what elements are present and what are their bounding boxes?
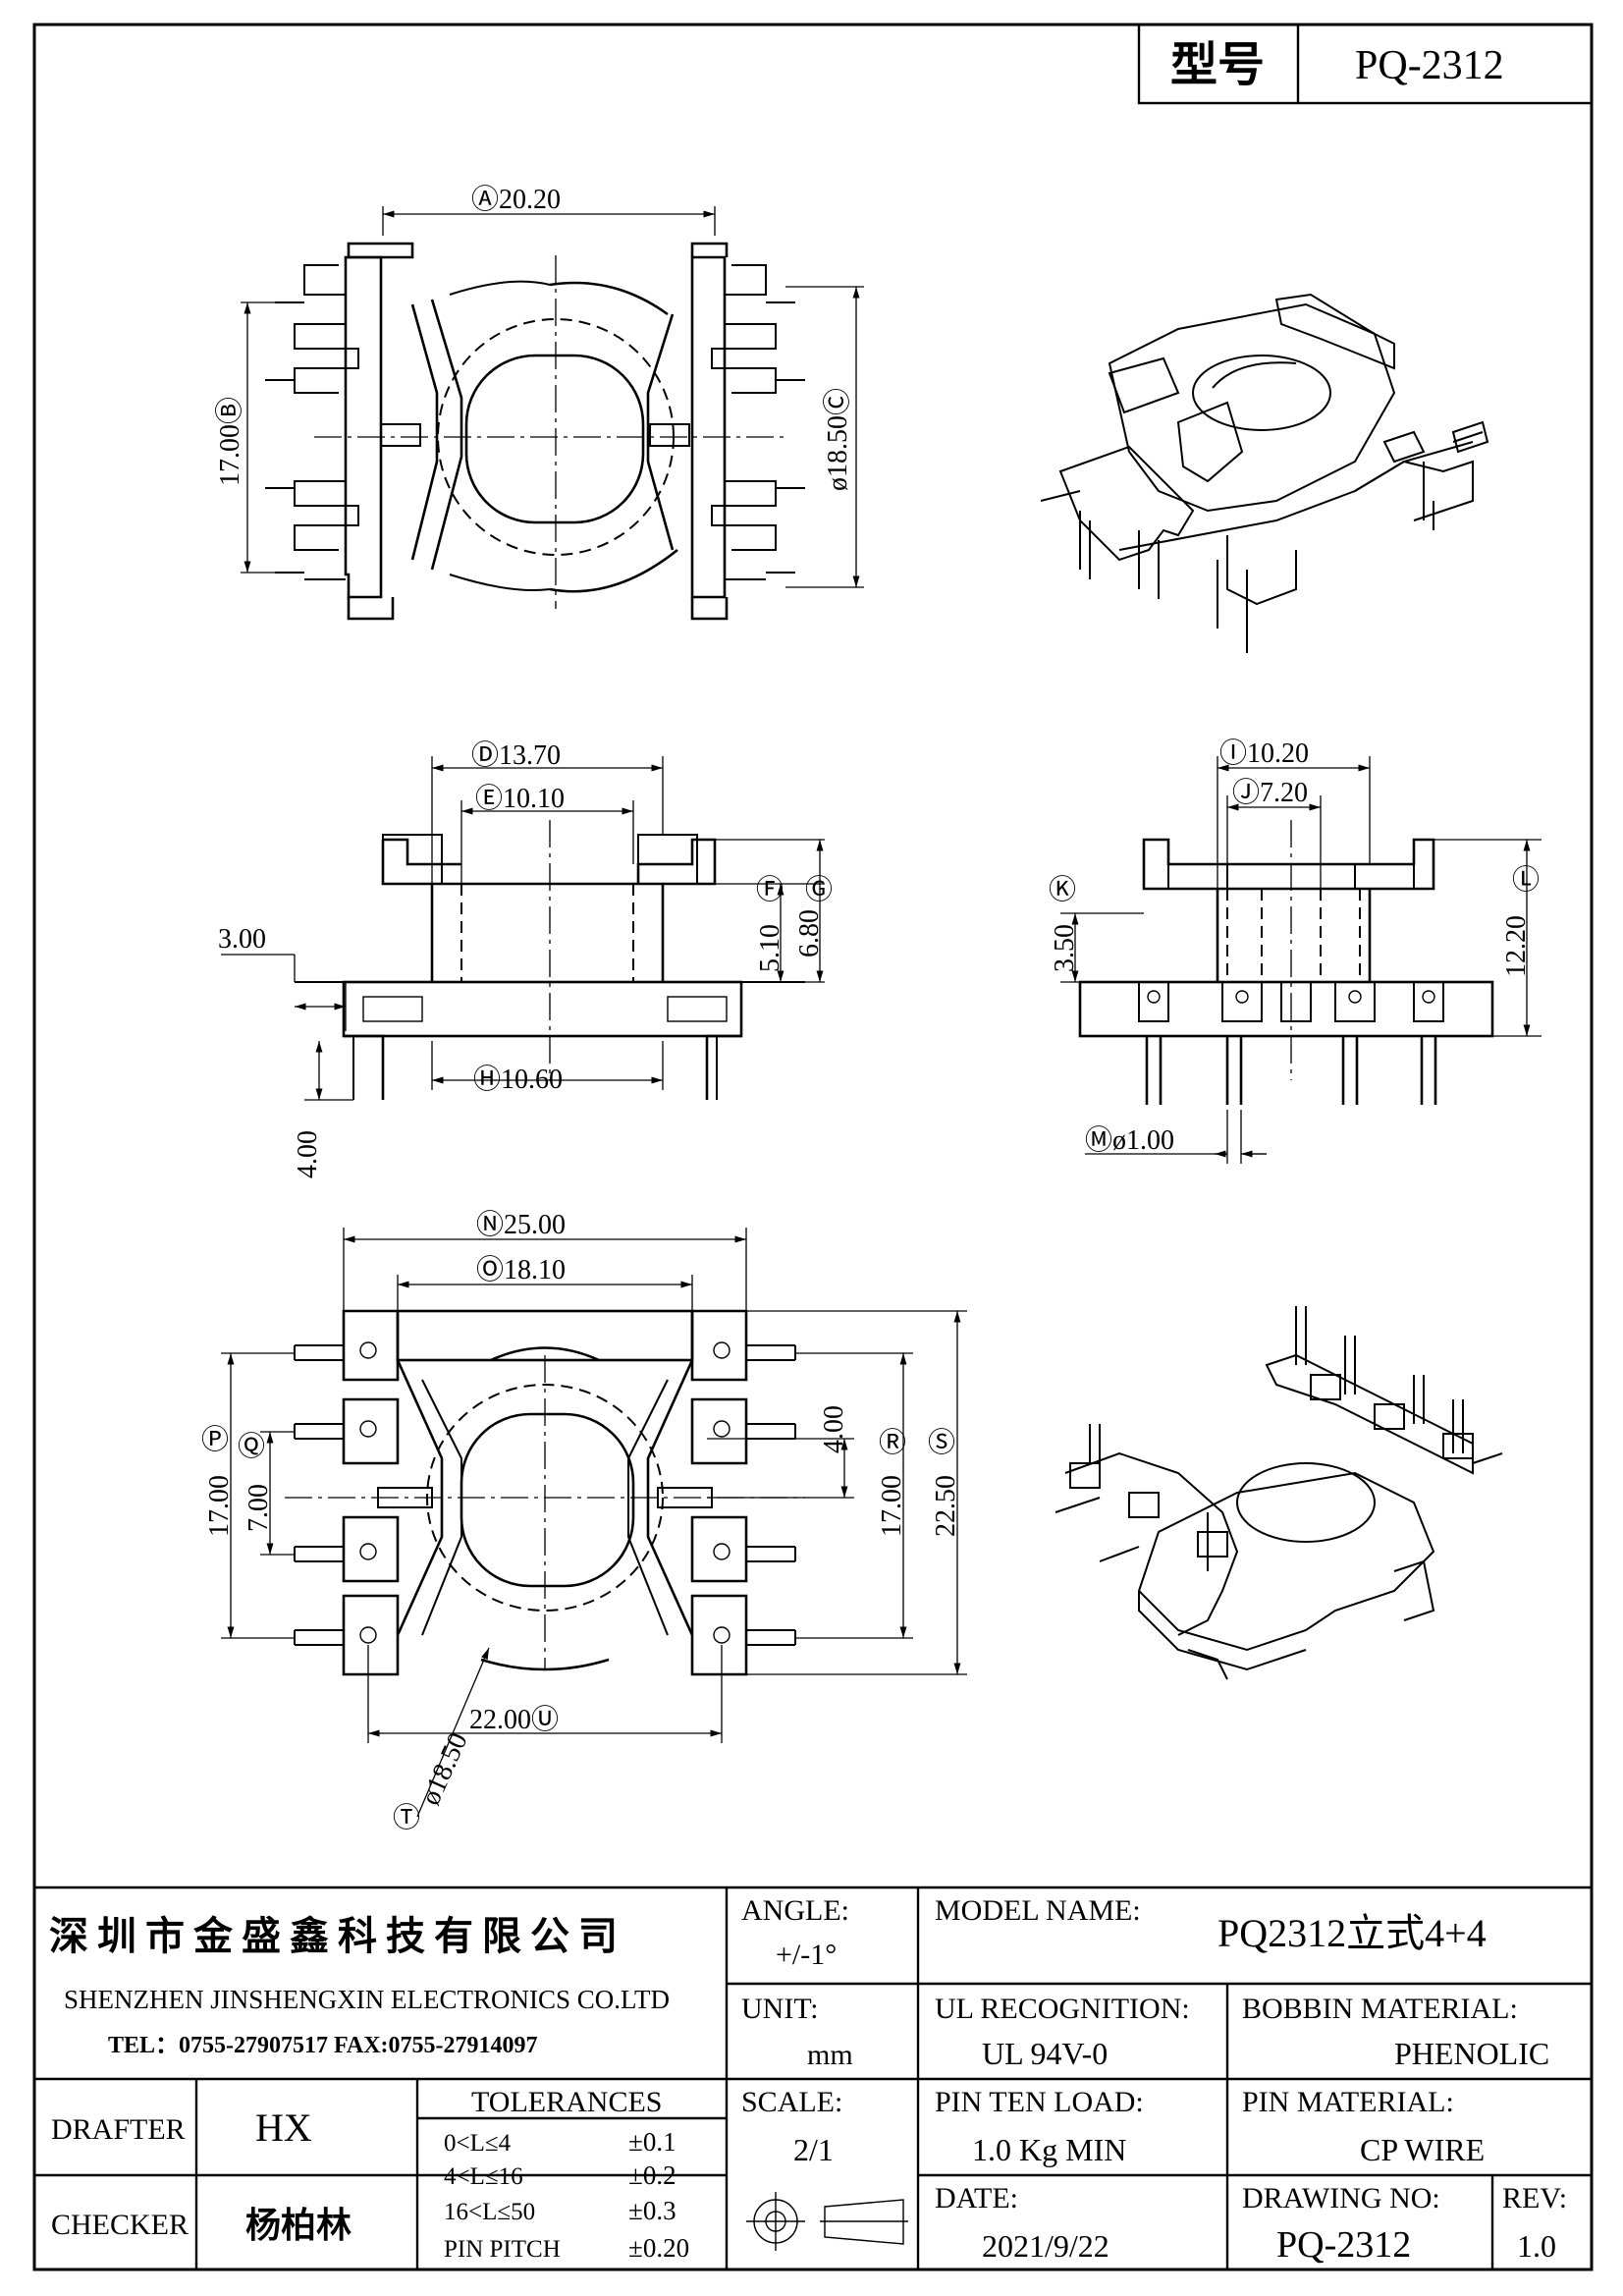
- dim-U: 22.00Ⓤ: [469, 1704, 559, 1735]
- dim-G-val: 6.80: [794, 909, 825, 957]
- tolerance-range: 4<L≤16: [444, 2163, 523, 2190]
- unit-label: UNIT:: [741, 1993, 819, 2025]
- dim-K-tag: Ⓚ: [1049, 874, 1076, 905]
- dim-R-val: 17.00: [877, 1475, 907, 1537]
- dim-N: Ⓝ25.00: [476, 1209, 566, 1240]
- bobbin-material-value: PHENOLIC: [1394, 2036, 1549, 2071]
- dim-F-val: 5.10: [755, 924, 785, 972]
- tolerances-label: TOLERANCES: [471, 2086, 662, 2118]
- tolerance-value: ±0.1: [628, 2127, 676, 2157]
- bottom-view: Ⓝ25.00 Ⓞ18.10 17.00 Ⓟ 7.00 Ⓠ 4.00 17.00 …: [201, 1209, 967, 1833]
- dim-I: Ⓘ10.20: [1219, 738, 1309, 769]
- rev-label: REV:: [1502, 2182, 1567, 2214]
- dim-E: Ⓔ10.10: [475, 783, 565, 814]
- dim-S-tag: Ⓢ: [928, 1427, 955, 1458]
- dim-4: 4.00: [293, 1130, 323, 1178]
- dim-B: 17.00Ⓑ: [214, 397, 245, 486]
- date-value: 2021/9/22: [982, 2228, 1109, 2264]
- scale-value: 2/1: [793, 2132, 834, 2167]
- title-block: 深圳市金盛鑫科技有限公司 SHENZHEN JINSHENGXIN ELECTR…: [34, 1886, 1592, 2269]
- drafter-label: DRAFTER: [51, 2113, 186, 2146]
- dim-Q-val: 7.00: [243, 1484, 274, 1532]
- tolerance-rows: 0<L≤4 ±0.1 4<L≤16 ±0.2 16<L≤50 ±0.3 PIN …: [444, 2127, 689, 2263]
- dim-A: Ⓐ20.20: [471, 184, 561, 215]
- dim-T-tag: Ⓣ: [393, 1802, 420, 1833]
- tolerance-value: ±0.20: [628, 2233, 689, 2263]
- tolerance-range: PIN PITCH: [444, 2236, 561, 2263]
- projection-symbol: [746, 2192, 908, 2251]
- dim-O: Ⓞ18.10: [476, 1254, 566, 1285]
- drafter-value: HX: [255, 2105, 312, 2150]
- drawing-frame: [32, 23, 1594, 2271]
- side-view: Ⓘ10.20 Ⓙ7.20 3.50 Ⓚ 12.20 Ⓛ Ⓜø1.00: [1049, 738, 1542, 1164]
- iso-view-top: [1040, 293, 1489, 653]
- dim-P-val: 17.00: [204, 1475, 235, 1537]
- dim-K-val: 3.50: [1050, 924, 1080, 972]
- tolerance-range: 0<L≤4: [444, 2130, 512, 2157]
- model-box: 型号 PQ-2312: [1137, 23, 1594, 105]
- tolerance-value: ±0.3: [628, 2196, 676, 2225]
- checker-label: CHECKER: [51, 2209, 189, 2241]
- iso-view-bottom: [1055, 1306, 1503, 1680]
- pin-load-value: 1.0 Kg MIN: [972, 2132, 1126, 2167]
- dim-H: Ⓗ10.60: [473, 1064, 563, 1095]
- angle-label: ANGLE:: [741, 1894, 849, 1927]
- dim-M: Ⓜø1.00: [1085, 1124, 1174, 1156]
- drawing-no-value: PQ-2312: [1276, 2224, 1411, 2266]
- checker-value: 杨柏林: [245, 2206, 352, 2245]
- company-name-cn: 深圳市金盛鑫科技有限公司: [49, 1914, 626, 1958]
- pin-load-label: PIN TEN LOAD:: [935, 2086, 1144, 2118]
- front-view: Ⓓ13.70 Ⓔ10.10 5.10 Ⓕ 6.80 Ⓖ 3.00 Ⓗ10.60 …: [218, 739, 833, 1178]
- dim-C: ø18.50Ⓒ: [822, 388, 853, 491]
- dim-J: Ⓙ7.20: [1232, 777, 1308, 808]
- ul-label: UL RECOGNITION:: [935, 1993, 1190, 2025]
- rev-value: 1.0: [1517, 2228, 1556, 2264]
- dim-3: 3.00: [218, 924, 266, 955]
- dim-L-tag: Ⓛ: [1512, 864, 1540, 896]
- company-name-en: SHENZHEN JINSHENGXIN ELECTRONICS CO.LTD: [64, 1985, 670, 2014]
- bobbin-material-label: BOBBIN MATERIAL:: [1242, 1993, 1518, 2025]
- dim-P-tag: Ⓟ: [201, 1424, 229, 1455]
- dim-4-bottom: 4.00: [819, 1405, 849, 1453]
- company-contact: TEL：0755-27907517 FAX:0755-27914097: [108, 2033, 538, 2058]
- dim-R-tag: Ⓡ: [879, 1427, 906, 1458]
- dim-D: Ⓓ13.70: [471, 739, 561, 771]
- scale-label: SCALE:: [741, 2086, 842, 2118]
- model-name-label: MODEL NAME:: [935, 1894, 1141, 1927]
- dim-F-tag: Ⓕ: [756, 874, 784, 905]
- unit-value: mm: [807, 2039, 853, 2071]
- dim-Q-tag: Ⓠ: [238, 1431, 265, 1462]
- model-value: PQ-2312: [1355, 43, 1504, 88]
- dim-T-val: ø18.50: [415, 1728, 474, 1810]
- tolerance-value: ±0.2: [628, 2160, 676, 2190]
- top-view: Ⓐ20.20 17.00Ⓑ ø18.50Ⓒ: [214, 184, 864, 621]
- drawing-no-label: DRAWING NO:: [1242, 2182, 1440, 2214]
- model-label: 型号: [1170, 39, 1265, 91]
- angle-value: +/-1°: [776, 1939, 837, 1971]
- pin-material-value: CP WIRE: [1360, 2132, 1485, 2167]
- date-label: DATE:: [935, 2182, 1018, 2214]
- model-name-value: PQ2312立式4+4: [1217, 1911, 1487, 1955]
- dim-S-val: 22.50: [931, 1475, 961, 1537]
- dim-L-val: 12.20: [1501, 915, 1532, 977]
- tolerance-range: 16<L≤50: [444, 2199, 535, 2225]
- pin-material-label: PIN MATERIAL:: [1242, 2086, 1454, 2118]
- dim-G-tag: Ⓖ: [805, 874, 833, 905]
- ul-value: UL 94V-0: [982, 2036, 1108, 2071]
